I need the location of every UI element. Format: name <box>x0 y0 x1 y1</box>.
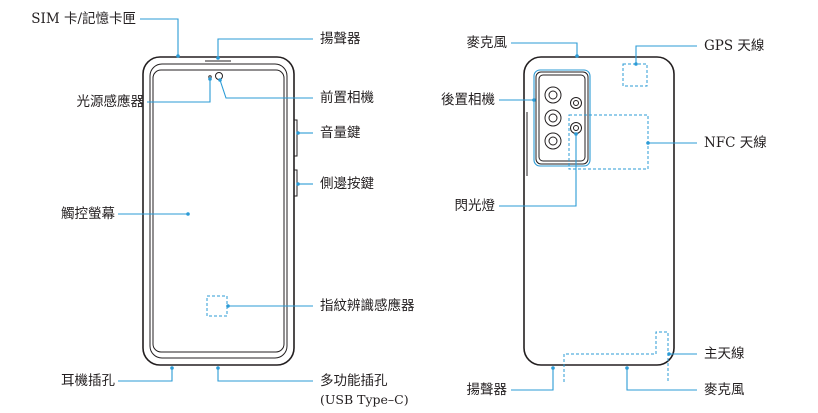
camera-lens-icon <box>544 86 562 104</box>
label-gps-antenna: GPS 天線 <box>704 38 765 54</box>
label-sim-tray: SIM 卡/記憶卡匣 <box>31 11 136 27</box>
label-speaker: 揚聲器 <box>320 31 361 47</box>
label-rear-camera: 後置相機 <box>441 92 495 108</box>
front-leaders <box>118 18 313 382</box>
label-main-antenna: 主天線 <box>704 346 745 362</box>
label-nfc-antenna: NFC 天線 <box>704 135 767 151</box>
main-antenna-area <box>563 331 669 382</box>
label-earphone-jack: 耳機插孔 <box>61 373 115 389</box>
back-phone <box>523 56 675 382</box>
back-leaders <box>499 42 697 391</box>
label-fingerprint-sensor: 指紋辨識感應器 <box>320 298 415 314</box>
camera-lens-icon <box>570 97 582 109</box>
label-side-key: 側邊按鍵 <box>320 176 374 192</box>
front-phone <box>142 56 298 366</box>
camera-module <box>535 71 589 165</box>
label-multipurpose-jack: 多功能插孔 <box>320 373 388 389</box>
label-multipurpose-jack-sub: (USB Type–C) <box>320 392 409 407</box>
label-speaker-bottom: 揚聲器 <box>466 382 508 398</box>
volume-button-shape <box>293 119 298 157</box>
label-microphone-top: 麥克風 <box>466 35 508 51</box>
label-flash: 閃光燈 <box>454 198 496 214</box>
camera-lens-icon <box>544 132 562 150</box>
label-touchscreen: 觸控螢幕 <box>61 206 115 222</box>
label-light-sensor: 光源感應器 <box>76 94 145 110</box>
label-microphone-bottom: 麥克風 <box>704 382 745 398</box>
camera-lens-icon <box>544 109 562 127</box>
label-volume-key: 音量鍵 <box>320 125 361 141</box>
label-front-camera: 前置相機 <box>320 90 374 106</box>
